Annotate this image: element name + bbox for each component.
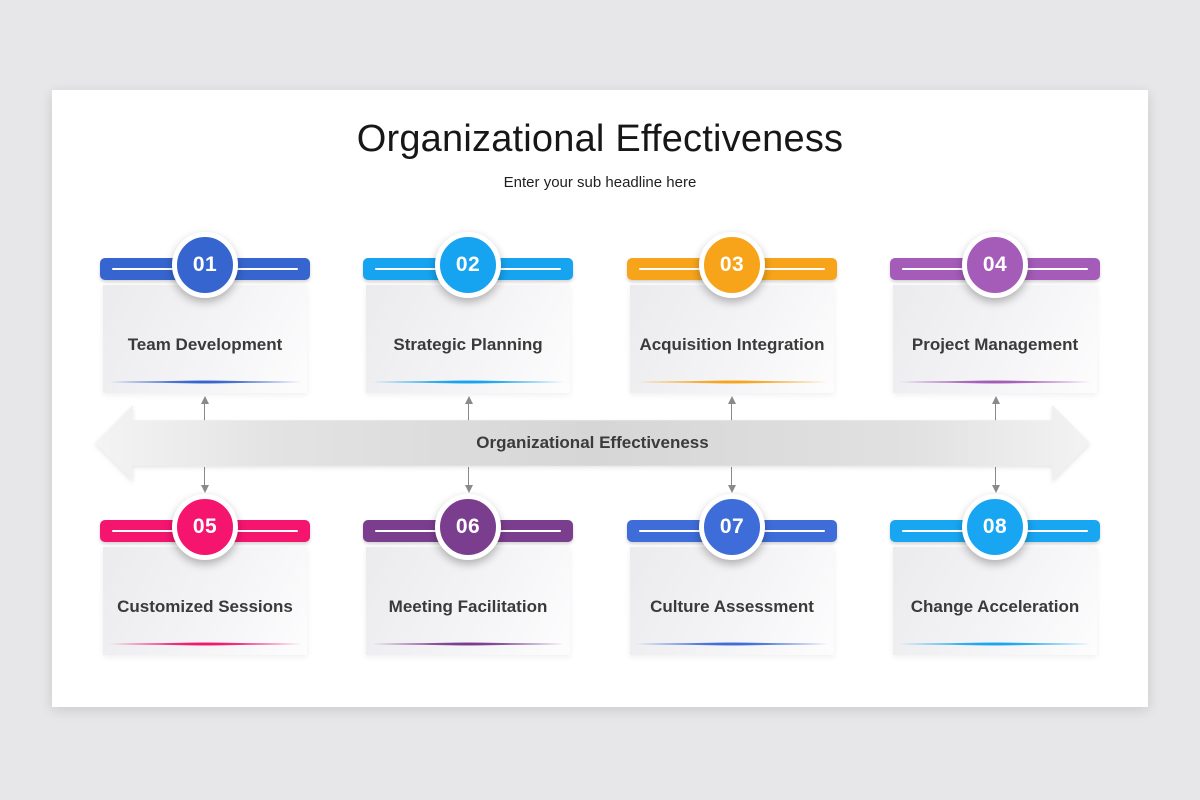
process-card-02: Strategic Planning 02 — [363, 232, 573, 452]
double-arrow-shape: Organizational Effectiveness — [95, 405, 1090, 481]
card-label: Culture Assessment — [650, 597, 814, 616]
card-accent-underline — [636, 379, 828, 384]
card-label: Customized Sessions — [117, 597, 293, 616]
card-accent-underline — [899, 641, 1091, 646]
slide-canvas: Organizational Effectiveness Enter your … — [52, 90, 1148, 707]
process-card-04: Project Management 04 — [890, 232, 1100, 452]
card-body: Team Development — [103, 285, 307, 393]
connector-arrow-down-icon — [200, 467, 209, 493]
step-number-badge: 01 — [172, 232, 238, 298]
process-card-03: Acquisition Integration 03 — [627, 232, 837, 452]
process-card-01: Team Development 01 — [100, 232, 310, 452]
connector-arrow-down-icon — [991, 467, 1000, 493]
card-accent-underline — [372, 641, 564, 646]
process-card-06: Meeting Facilitation 06 — [363, 494, 573, 714]
step-number-badge: 04 — [962, 232, 1028, 298]
step-number-badge: 08 — [962, 494, 1028, 560]
connector-arrow-up-icon — [991, 396, 1000, 422]
process-card-05: Customized Sessions 05 — [100, 494, 310, 714]
connector-arrow-up-icon — [464, 396, 473, 422]
step-number-badge: 03 — [699, 232, 765, 298]
step-number-badge: 07 — [699, 494, 765, 560]
card-label: Project Management — [911, 335, 1079, 354]
central-arrow-banner: Organizational Effectiveness — [95, 405, 1090, 481]
banner-label: Organizational Effectiveness — [476, 433, 709, 452]
card-accent-underline — [109, 379, 301, 384]
connector-arrow-down-icon — [464, 467, 473, 493]
process-card-08: Change Acceleration 08 — [890, 494, 1100, 714]
card-accent-underline — [636, 641, 828, 646]
card-body: Customized Sessions — [103, 547, 307, 655]
card-label: Acquisition Integration — [639, 335, 825, 354]
connector-arrow-up-icon — [727, 396, 736, 422]
card-body: Acquisition Integration — [630, 285, 834, 393]
page-subtitle: Enter your sub headline here — [503, 174, 697, 191]
card-body: Culture Assessment — [630, 547, 834, 655]
card-body: Project Management — [893, 285, 1097, 393]
process-card-07: Culture Assessment 07 — [627, 494, 837, 714]
connector-arrow-down-icon — [727, 467, 736, 493]
card-accent-underline — [372, 379, 564, 384]
connector-arrow-up-icon — [200, 396, 209, 422]
step-number-badge: 05 — [172, 494, 238, 560]
page-title: Organizational Effectiveness — [356, 118, 844, 160]
card-accent-underline — [899, 379, 1091, 384]
card-body: Meeting Facilitation — [366, 547, 570, 655]
card-body: Strategic Planning — [366, 285, 570, 393]
card-label: Strategic Planning — [393, 335, 543, 354]
card-label: Meeting Facilitation — [388, 597, 548, 616]
step-number-badge: 06 — [435, 494, 501, 560]
card-label: Team Development — [127, 335, 283, 354]
card-body: Change Acceleration — [893, 547, 1097, 655]
card-accent-underline — [109, 641, 301, 646]
card-label: Change Acceleration — [910, 597, 1080, 616]
step-number-badge: 02 — [435, 232, 501, 298]
